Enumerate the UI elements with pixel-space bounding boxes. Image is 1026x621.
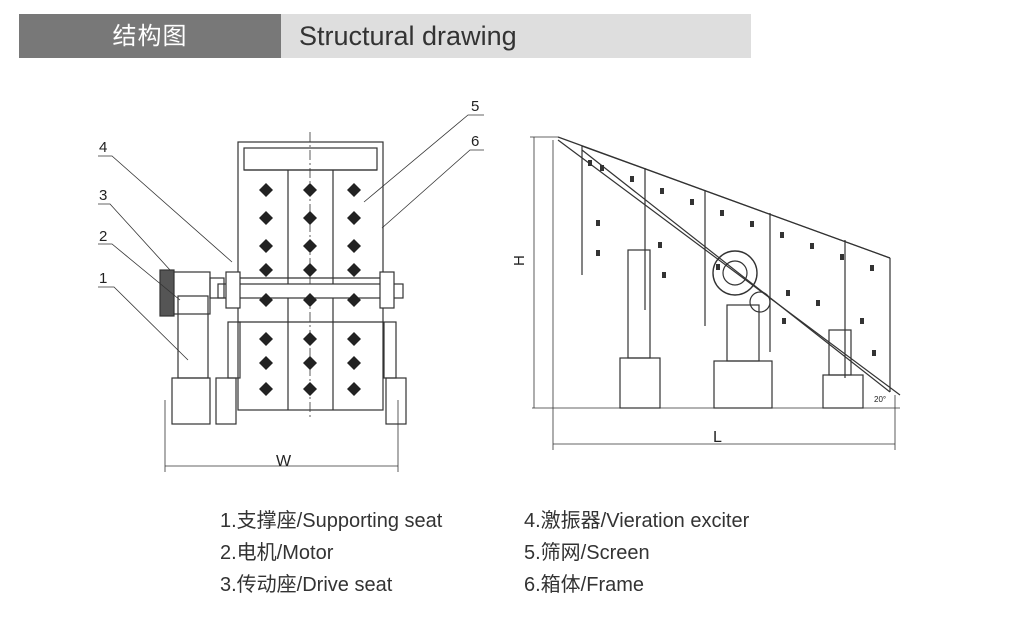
legend-item: 6.箱体/Frame [524,574,645,596]
callout-6: 6 [471,133,479,150]
callout-1: 1 [99,270,107,287]
legend-right: 4.激振器/Vieration exciter 5.筛网/Screen 6.箱体… [524,505,749,601]
callout-4: 4 [99,139,107,156]
angle-label: 20° [874,395,886,404]
length-label: L [713,429,722,446]
side-plate-bolts [588,160,876,356]
height-label: H [511,255,528,266]
screen-holes [259,183,361,396]
legend-item: 1.支撑座/Supporting seat [220,510,443,532]
legend-item: 4.激振器/Vieration exciter [524,510,750,532]
side-view [530,136,901,450]
callout-5: 5 [471,98,479,115]
legend-item: 5.筛网/Screen [524,542,650,564]
section-title-cn: 结构图 [19,14,281,58]
callout-3: 3 [99,187,107,204]
callout-2: 2 [99,228,107,245]
legend-left: 1.支撑座/Supporting seat 2.电机/Motor 3.传动座/D… [220,505,442,601]
width-label: W [276,453,292,470]
section-title-en: Structural drawing [281,14,751,58]
legend-item: 3.传动座/Drive seat [220,574,393,596]
front-view [98,114,484,472]
legend-item: 2.电机/Motor [220,542,334,564]
